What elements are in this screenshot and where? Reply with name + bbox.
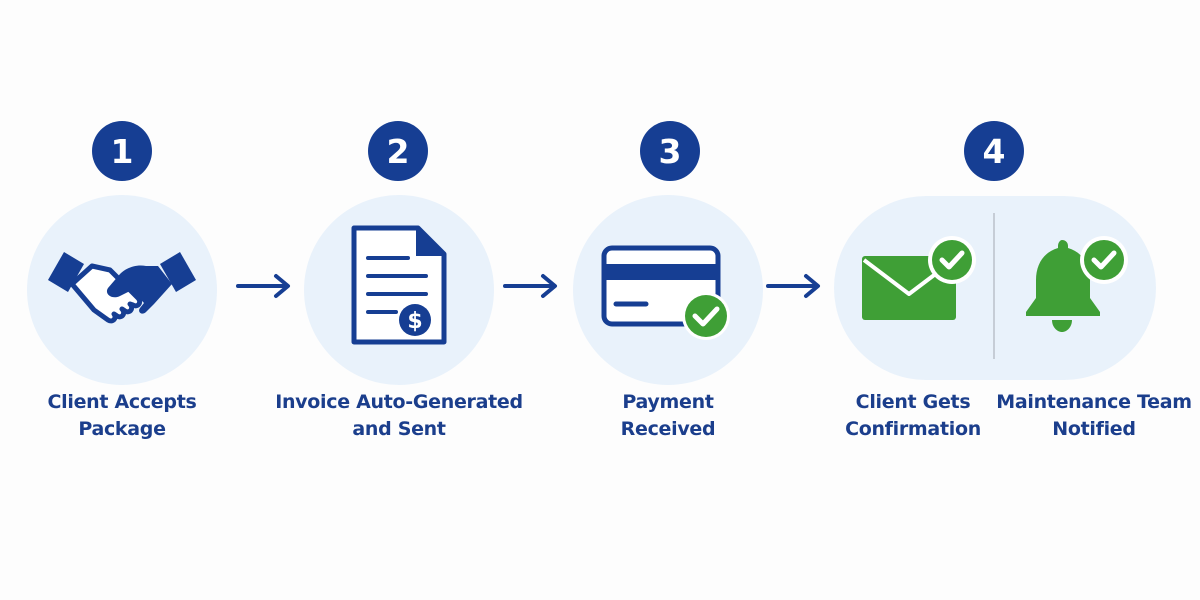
invoice-dollar-icon: $: [351, 225, 447, 345]
arrow-right-icon: [766, 274, 820, 298]
step-4-number: 4: [982, 131, 1006, 171]
step-3-number: 3: [658, 131, 682, 171]
credit-card-check-icon: [601, 245, 730, 340]
step-1-number-badge: 1: [92, 121, 152, 181]
handshake-icon: [48, 252, 196, 324]
arrow-right-icon: [236, 274, 290, 298]
envelope-check-icon: [862, 236, 976, 320]
bell-check-icon: [1026, 236, 1128, 332]
step-2-label: Invoice Auto-Generated and Sent: [275, 391, 523, 440]
arrow-right-icon: [503, 274, 557, 298]
step-2-number-badge: 2: [368, 121, 428, 181]
step-1-number: 1: [110, 131, 134, 171]
step-1-label: Client Accepts Package: [47, 391, 197, 440]
step-4a-label: Client Gets Confirmation: [845, 391, 981, 440]
step-4-number-badge: 4: [964, 121, 1024, 181]
outcome-divider: [993, 213, 995, 359]
svg-text:$: $: [407, 309, 422, 334]
step-4b-label: Maintenance Team Notified: [996, 391, 1192, 440]
step-3-number-badge: 3: [640, 121, 700, 181]
step-2-number: 2: [386, 131, 410, 171]
step-3-label: Payment Received: [620, 391, 716, 440]
